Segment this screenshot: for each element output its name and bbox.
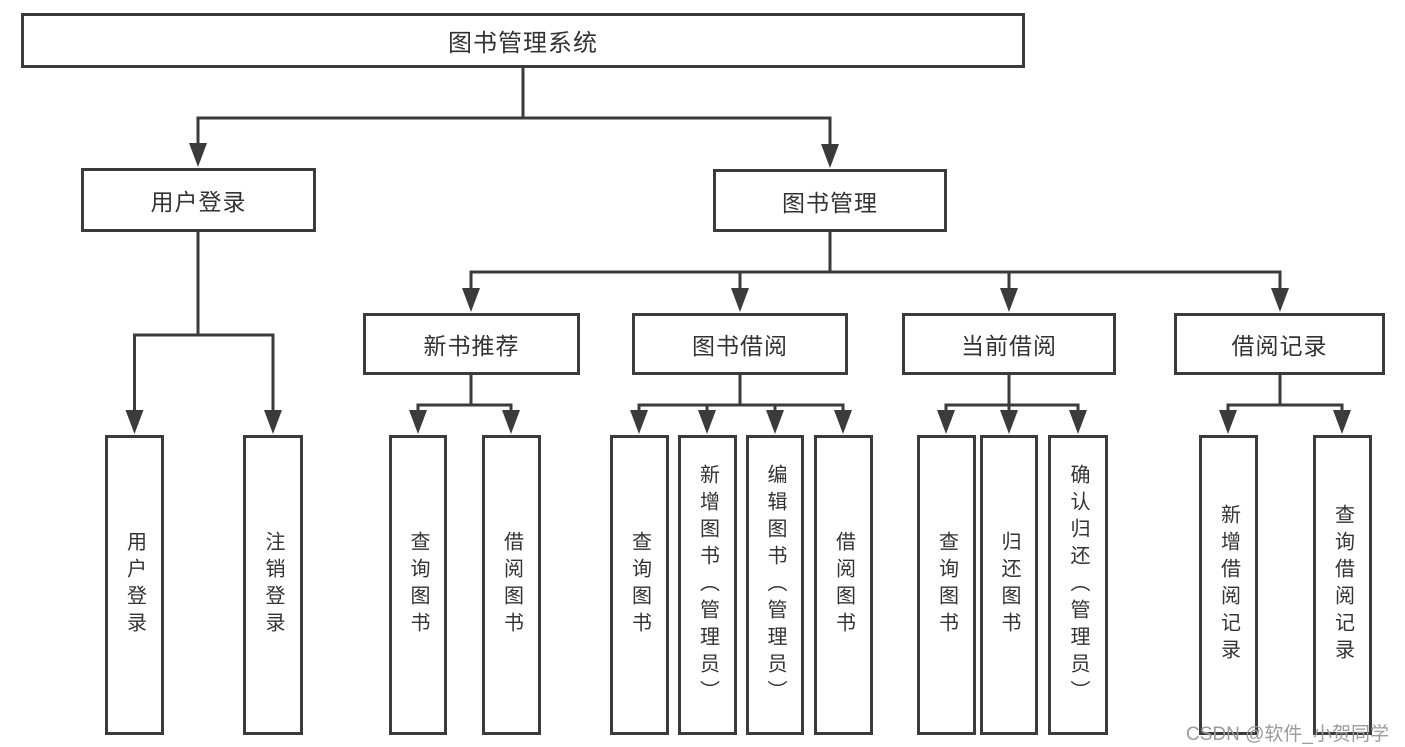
leaf-borrow-books-recommend: 借阅图书 <box>482 435 541 735</box>
arrowhead <box>766 410 784 434</box>
csdn-watermark: CSDN @软件_小贺同学 <box>1186 724 1389 745</box>
arrowhead <box>698 410 716 434</box>
leaf-logout: 注销登录 <box>243 435 303 735</box>
arrowhead <box>502 410 520 434</box>
arrowhead <box>630 410 648 434</box>
arrowhead <box>1000 288 1018 312</box>
leaf-query-books-recommend: 查询图书 <box>389 435 447 735</box>
connector-book-borrow-children <box>637 375 845 414</box>
leaf-edit-books-admin: 编辑图书（管理员） <box>746 435 804 735</box>
leaf-add-borrow-record: 新增借阅记录 <box>1199 435 1258 735</box>
leaf-return-books: 归还图书 <box>980 435 1038 735</box>
arrowhead <box>189 143 207 167</box>
arrowhead <box>409 410 427 434</box>
node-new-book-recommend: 新书推荐 <box>363 313 580 375</box>
arrowhead <box>821 144 839 168</box>
connector-book-management-children <box>469 232 1282 292</box>
connector-new-book-children <box>416 375 513 414</box>
connector-user-login-children <box>133 232 275 414</box>
arrowhead <box>462 288 480 312</box>
connector-borrow-records-children <box>1226 375 1344 414</box>
node-borrow-records: 借阅记录 <box>1174 313 1385 375</box>
arrowhead <box>1219 410 1237 434</box>
leaf-query-borrow-record: 查询借阅记录 <box>1313 435 1372 735</box>
node-user-login: 用户登录 <box>81 168 316 232</box>
leaf-query-books-current: 查询图书 <box>917 435 976 735</box>
leaf-add-books-admin: 新增图书（管理员） <box>678 435 737 735</box>
connector-current-borrow-children <box>944 375 1080 414</box>
arrowhead <box>1271 288 1289 312</box>
node-library-management-system: 图书管理系统 <box>21 13 1025 68</box>
arrowhead <box>1069 410 1087 434</box>
node-current-borrow: 当前借阅 <box>902 313 1116 375</box>
arrowhead <box>1333 410 1351 434</box>
leaf-user-login: 用户登录 <box>105 435 164 735</box>
arrowhead <box>264 410 282 434</box>
leaf-borrow-books: 借阅图书 <box>814 435 873 735</box>
node-book-management: 图书管理 <box>713 169 947 232</box>
arrowhead <box>125 410 144 434</box>
node-book-borrow: 图书借阅 <box>632 313 848 375</box>
arrowhead <box>937 410 955 434</box>
leaf-confirm-return-admin: 确认归还（管理员） <box>1048 435 1108 735</box>
arrowhead <box>731 288 749 312</box>
connector-root-to-level2 <box>196 68 832 147</box>
arrowhead <box>834 410 852 434</box>
arrowhead <box>1000 410 1018 434</box>
leaf-query-books-borrow: 查询图书 <box>610 435 669 735</box>
